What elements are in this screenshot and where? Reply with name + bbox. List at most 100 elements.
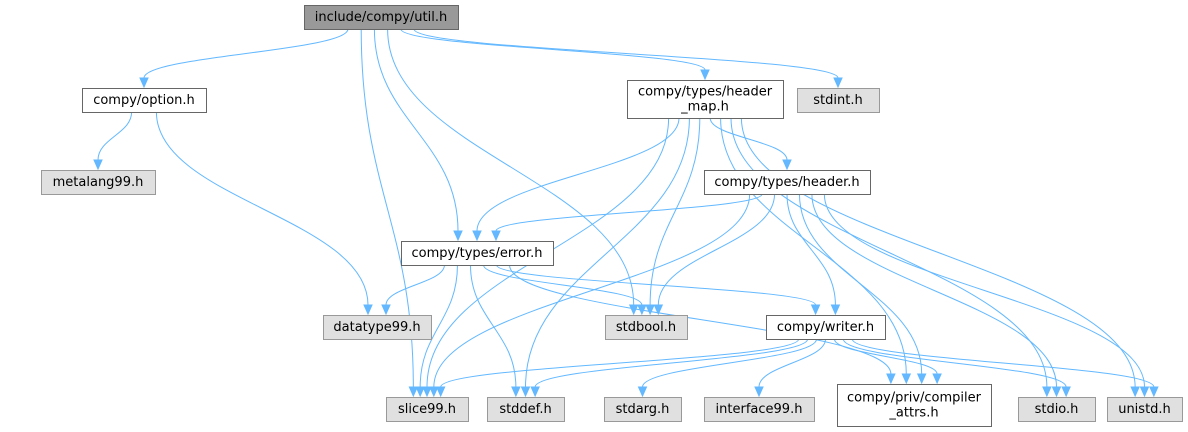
node-box (605, 315, 688, 340)
edge-util-to-slice99 (360, 28, 419, 398)
node-box (766, 315, 886, 340)
arrowhead-icon (700, 69, 710, 81)
node-stddef: stddef.h (487, 397, 565, 422)
arrowhead-icon (901, 373, 912, 385)
arrowhead-icon (1051, 386, 1062, 398)
edge-line (483, 264, 643, 306)
edge-option-to-metalang99 (93, 111, 133, 171)
node-label: stdbool.h (616, 320, 676, 335)
edge-line (525, 117, 690, 388)
edge-header_map-to-stddef (520, 117, 690, 398)
edge-line (740, 117, 1136, 388)
arrowhead-icon (932, 373, 942, 385)
edge-util-to-stdint (413, 28, 843, 89)
edge-line (419, 264, 458, 388)
edge-line (709, 117, 788, 161)
edge-header-to-writer (786, 193, 841, 316)
edge-header-to-stdbool (653, 193, 776, 316)
edge-line (642, 338, 818, 388)
arrowhead-icon (381, 304, 391, 316)
edge-error-to-compiler_attrs (509, 264, 896, 385)
node-label: interface99.h (716, 402, 803, 417)
arrowhead-icon (1130, 386, 1140, 398)
edge-writer-to-interface99 (754, 338, 826, 398)
arrowhead-icon (830, 304, 841, 316)
edge-line (496, 264, 817, 306)
node-slice99: slice99.h (386, 397, 469, 422)
node-label: compy/option.h (93, 93, 195, 108)
node-writer[interactable]: compy/writer.h (766, 315, 886, 340)
edge-util-to-header_map (400, 28, 710, 81)
arrowhead-icon (886, 373, 896, 385)
node-label: metalang99.h (53, 175, 144, 190)
edge-writer-to-unistd (851, 338, 1159, 398)
arrowhead-icon (782, 159, 792, 171)
edge-line (730, 117, 1048, 388)
arrowhead-icon (408, 386, 419, 398)
arrowhead-icon (1042, 386, 1052, 398)
edge-line (433, 193, 751, 388)
node-option[interactable]: compy/option.h (82, 88, 207, 113)
arrowhead-icon (93, 159, 103, 171)
arrowhead-icon (1139, 386, 1150, 398)
edge-header-to-error (491, 193, 763, 242)
node-label: datatype99.h (333, 320, 420, 335)
node-label: slice99.h (398, 402, 456, 417)
edge-error-to-stddef (469, 264, 521, 398)
edge-line (440, 338, 800, 388)
arrowhead-icon (653, 304, 664, 316)
arrowhead-icon (491, 230, 501, 242)
edge-line (476, 117, 680, 232)
node-box (704, 170, 871, 195)
edge-header_map-to-stdbool (645, 117, 701, 316)
edge-header-to-unistd (823, 193, 1150, 398)
edge-error-to-datatype99 (381, 264, 445, 316)
node-box (1018, 397, 1096, 422)
arrowhead-icon (472, 230, 482, 242)
edge-line (155, 111, 369, 306)
edge-writer-to-compiler_attrs (833, 338, 942, 385)
node-box (401, 241, 554, 266)
node-box (604, 397, 682, 422)
edge-line (758, 338, 826, 388)
node-stdio: stdio.h (1018, 397, 1096, 422)
node-label: compy/types/error.h (412, 246, 543, 261)
edge-line (509, 264, 892, 375)
edge-line (649, 117, 701, 306)
node-datatype99: datatype99.h (323, 315, 432, 340)
node-label: stddef.h (499, 402, 551, 417)
node-label: stdio.h (1035, 402, 1079, 417)
arrowhead-icon (435, 386, 446, 398)
node-label: compy/writer.h (777, 320, 874, 335)
edge-line (387, 28, 635, 306)
edge-line (798, 193, 923, 375)
edge-header_map-to-compiler_attrs (720, 117, 912, 385)
node-header-map[interactable]: compy/types/header_map.h (627, 80, 784, 119)
edge-header_map-to-header (709, 117, 792, 171)
dependency-edges (93, 28, 1159, 398)
node-error[interactable]: compy/types/error.h (401, 241, 554, 266)
node-interface99: interface99.h (704, 397, 815, 422)
edge-line (833, 338, 938, 375)
node-stdint: stdint.h (797, 88, 880, 113)
edge-line (534, 338, 809, 388)
node-label: compy/types/header (638, 85, 773, 100)
edge-line (657, 193, 776, 306)
edge-util-to-error (373, 28, 463, 242)
arrowhead-icon (139, 77, 149, 89)
node-header[interactable]: compy/types/header.h (704, 170, 871, 195)
edge-util-to-option (139, 28, 349, 89)
edge-line (720, 117, 907, 375)
arrowhead-icon (1061, 386, 1071, 398)
node-compiler-attrs[interactable]: compy/priv/compiler_attrs.h (837, 384, 992, 427)
node-metalang99: metalang99.h (41, 170, 156, 195)
node-label: unistd.h (1118, 402, 1171, 417)
node-box (627, 80, 784, 119)
edge-writer-to-stdarg (637, 338, 818, 398)
edge-line (385, 264, 445, 306)
edge-line (786, 193, 836, 306)
arrowhead-icon (511, 386, 521, 398)
edge-line (811, 193, 1057, 388)
node-box (41, 170, 156, 195)
arrowhead-icon (453, 230, 463, 242)
